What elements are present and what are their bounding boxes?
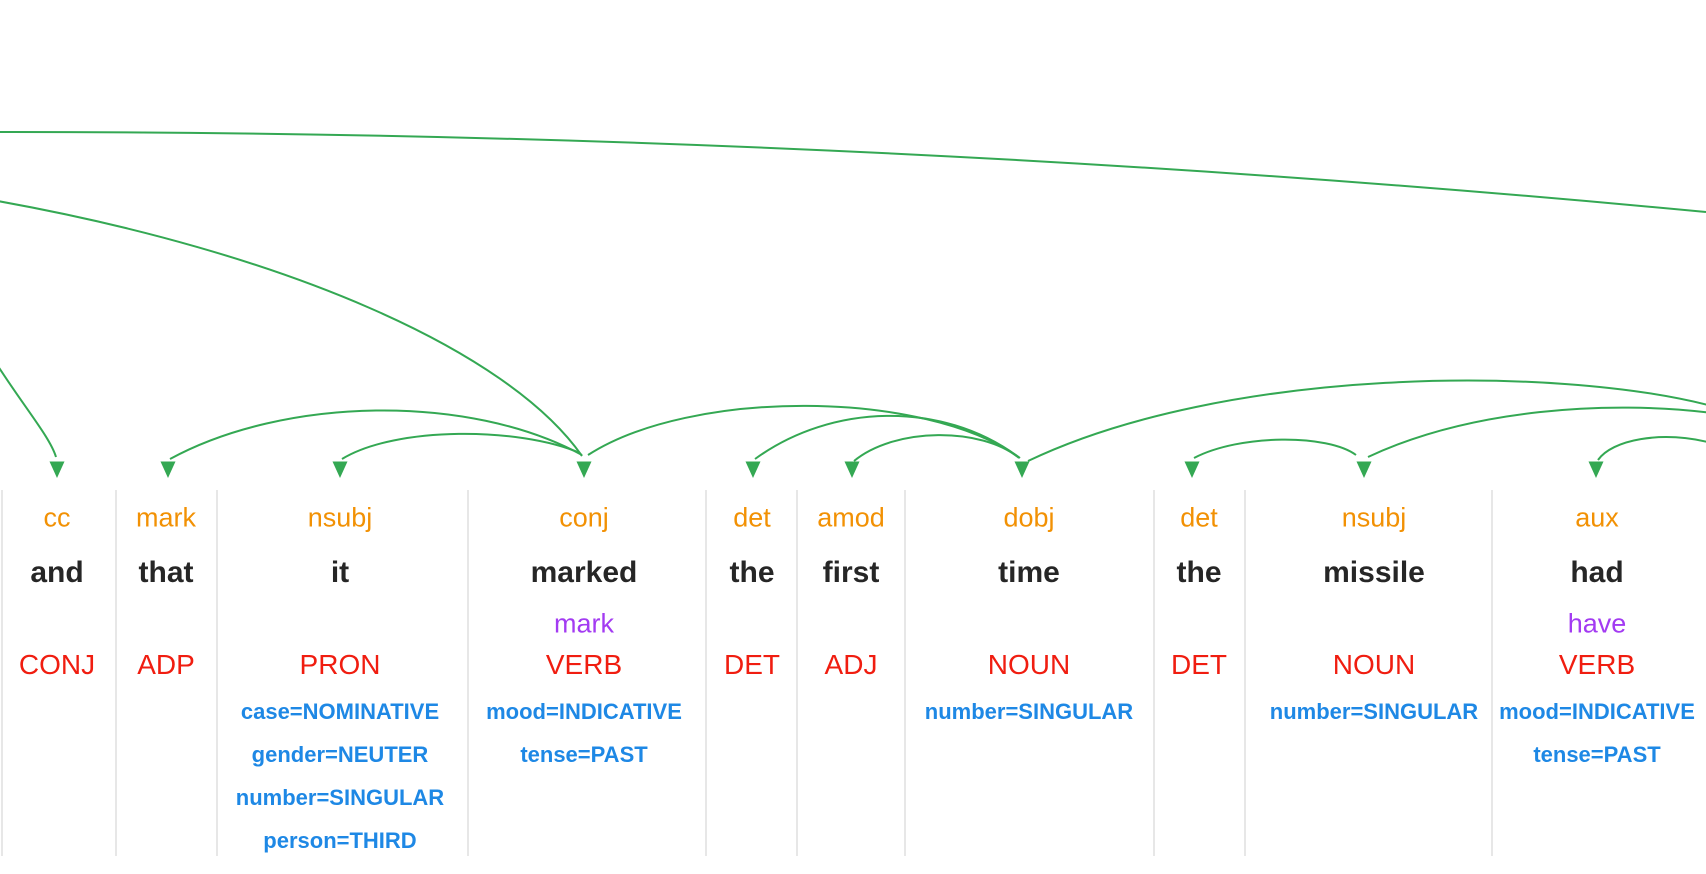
dependency-arc (0, 130, 1706, 213)
pos-tag: DET (724, 649, 780, 680)
dependency-arc (853, 434, 1020, 462)
dep-label: det (1180, 502, 1218, 533)
token-word: first (822, 556, 880, 589)
arc-arrowhead-icon (49, 461, 65, 478)
arc-arrowhead-icon (1014, 461, 1030, 478)
column-separator (705, 490, 707, 856)
feature-text: number=SINGULAR (1269, 699, 1479, 724)
arc-arrowhead-icon (576, 461, 592, 478)
dependency-arc (0, 367, 57, 458)
feature-text: case=NOMINATIVE (240, 699, 440, 724)
feature-text: person=THIRD (263, 828, 417, 853)
pos-tag: DET (1171, 649, 1227, 680)
column-separator (1491, 490, 1493, 856)
arc-arrowhead-icon (332, 461, 348, 478)
feature-text: gender=NEUTER (251, 742, 429, 767)
token-word: had (1570, 556, 1624, 589)
token-word: missile (1323, 556, 1425, 589)
feature-text: mood=INDICATIVE (486, 699, 682, 724)
dep-label: conj (559, 502, 609, 533)
dependency-arc (1193, 438, 1357, 459)
arc-arrowhead-icon (844, 461, 860, 478)
column-separator (1, 490, 3, 856)
token-word: the (1176, 556, 1222, 589)
token-word: that (138, 556, 194, 589)
dep-label: dobj (1003, 502, 1055, 533)
pos-tag: PRON (299, 649, 381, 680)
pos-tag: NOUN (1332, 649, 1416, 680)
dependency-arc (754, 414, 1018, 460)
pos-tag: ADJ (824, 649, 878, 680)
column-separator (1153, 490, 1155, 856)
feature-text: number=SINGULAR (235, 785, 445, 810)
pos-tag: NOUN (987, 649, 1071, 680)
pos-tag: CONJ (18, 649, 96, 680)
arc-arrowhead-icon (160, 461, 176, 478)
pos-tag: VERB (545, 649, 623, 680)
dependency-arc (1597, 436, 1706, 461)
arc-arrowhead-icon (745, 461, 761, 478)
feature-text: tense=PAST (520, 742, 648, 767)
column-separator (216, 490, 218, 856)
dep-label: amod (817, 502, 885, 533)
column-separator (1244, 490, 1246, 856)
feature-text: tense=PAST (1533, 742, 1661, 767)
arc-arrowhead-icon (1184, 461, 1200, 478)
token-word: and (30, 556, 84, 589)
token-word: it (330, 556, 350, 589)
column-separator (467, 490, 469, 856)
dependency-arc (0, 200, 583, 457)
token-lemma: mark (554, 608, 614, 639)
dependency-arc (341, 432, 581, 460)
dependency-arc (1367, 406, 1706, 458)
dep-label: aux (1575, 502, 1619, 533)
dep-label: det (733, 502, 771, 533)
dep-label: nsubj (1341, 502, 1407, 533)
arc-arrowhead-icon (1356, 461, 1372, 478)
column-separator (796, 490, 798, 856)
dep-label: cc (43, 502, 71, 533)
pos-tag: ADP (137, 649, 195, 680)
arc-arrowhead-icon (1588, 461, 1604, 478)
dep-label: nsubj (307, 502, 373, 533)
token-word: marked (530, 556, 638, 589)
token-lemma: have (1567, 608, 1627, 639)
column-separator (904, 490, 906, 856)
dependency-arc (1027, 379, 1706, 462)
pos-tag: VERB (1558, 649, 1636, 680)
feature-text: mood=INDICATIVE (1499, 699, 1695, 724)
dep-label: mark (136, 502, 196, 533)
dependency-arc (169, 409, 583, 460)
column-separator (115, 490, 117, 856)
feature-text: number=SINGULAR (924, 699, 1134, 724)
token-word: time (998, 556, 1060, 589)
token-word: the (729, 556, 775, 589)
dependency-arc (587, 404, 1021, 459)
